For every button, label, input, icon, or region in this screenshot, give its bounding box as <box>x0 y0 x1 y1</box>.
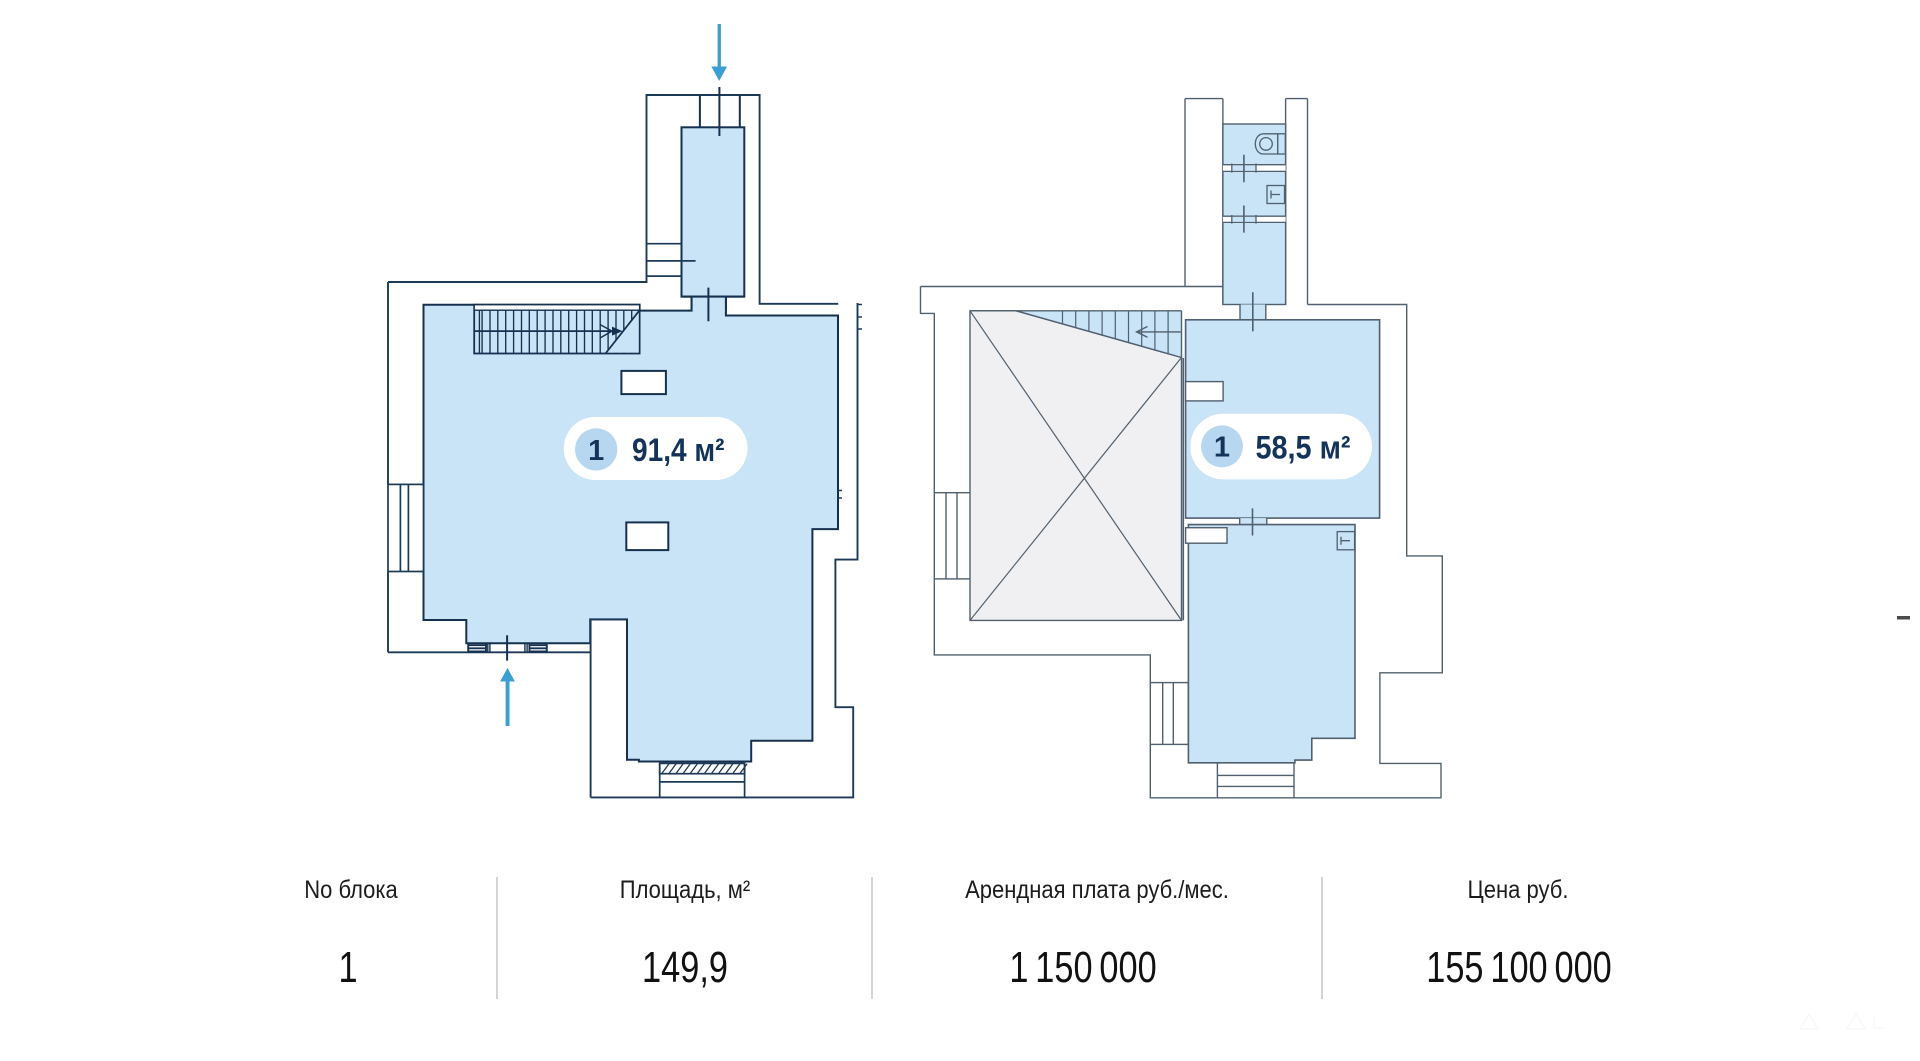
svg-text:1: 1 <box>1214 431 1230 463</box>
svg-text:1: 1 <box>588 435 604 467</box>
svg-text:58,5 м²: 58,5 м² <box>1256 430 1351 466</box>
svg-text:91,4 м²: 91,4 м² <box>632 432 725 468</box>
